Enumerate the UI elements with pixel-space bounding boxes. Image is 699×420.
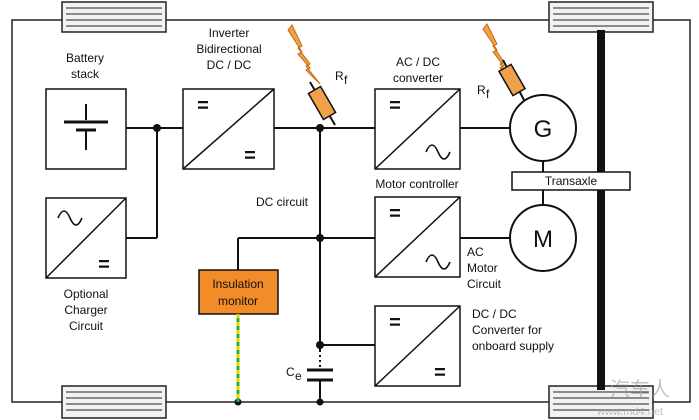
tire-top-left [61, 1, 167, 33]
resistor-2-subscript: f [486, 87, 490, 101]
dc-circuit-label: DC circuit [256, 195, 309, 209]
motor-controller-block: = [374, 196, 461, 278]
acdc-converter-block: = [374, 88, 461, 170]
vehicle-body-outline [11, 19, 691, 403]
generator-label: G [534, 116, 553, 143]
resistor-1 [307, 85, 337, 121]
junction-dot-bottom [316, 341, 324, 349]
junction-dot-battery [153, 124, 161, 132]
dcdc-label-line1: DC / DC [472, 307, 517, 321]
resistor-2 [497, 63, 527, 97]
transaxle-bar [511, 171, 631, 191]
inverter-label-line1: Inverter [209, 26, 250, 40]
acdc-label-line2: converter [393, 71, 443, 85]
inverter-block: = = [182, 88, 275, 170]
junction-dot-top [316, 124, 324, 132]
battery-label-line2: stack [71, 67, 100, 81]
svg-text:=: = [98, 254, 110, 276]
lightning-bolt-1 [287, 24, 321, 85]
insulation-label-line1: Insulation [212, 277, 263, 291]
battery-stack-block [45, 88, 127, 170]
charger-label-line2: Charger [64, 303, 107, 317]
motor-label: M [533, 226, 553, 253]
charger-label-line3: Circuit [69, 319, 104, 333]
dcdc-label-line2: Converter for [472, 323, 542, 337]
svg-text:=: = [197, 95, 209, 117]
motor-controller-label: Motor controller [375, 177, 458, 191]
transaxle-label: Transaxle [545, 174, 598, 188]
ac-motor-label-line1: AC [467, 245, 484, 259]
generator-circle [509, 94, 577, 162]
ac-motor-label-line3: Circuit [467, 277, 502, 291]
resistor-2-label: R [477, 83, 486, 97]
inverter-label-line2: Bidirectional [196, 42, 261, 56]
tire-top-right [548, 1, 654, 33]
tire-bottom-left [61, 385, 167, 419]
resistor-1-subscript: f [344, 73, 348, 87]
capacitor-label: C [286, 365, 295, 379]
dcdc-onboard-block: = = [374, 305, 461, 387]
watermark-url: www.md4.net [596, 406, 663, 418]
svg-text:=: = [389, 95, 401, 117]
svg-text:=: = [389, 203, 401, 225]
charger-label-line1: Optional [64, 287, 109, 301]
insulation-label-line2: monitor [218, 294, 258, 308]
watermark-brand: 汽车人 [610, 377, 670, 401]
acdc-label-line1: AC / DC [396, 55, 440, 69]
axle-shaft [597, 30, 605, 390]
svg-text:=: = [434, 362, 446, 384]
battery-label-line1: Battery [66, 51, 104, 65]
motor-circle [509, 204, 577, 272]
resistor-1-label: R [335, 69, 344, 83]
capacitor-subscript: e [295, 369, 302, 383]
svg-text:=: = [244, 145, 256, 167]
dcdc-label-line3: onboard supply [472, 339, 554, 353]
inverter-label-line3: DC / DC [207, 58, 252, 72]
ac-motor-label-line2: Motor [467, 261, 498, 275]
tire-bottom-right [548, 385, 654, 419]
junction-dot-ground-right [316, 398, 324, 406]
charger-block: = [45, 197, 127, 279]
svg-text:=: = [389, 312, 401, 334]
junction-dot-mid [316, 234, 324, 242]
